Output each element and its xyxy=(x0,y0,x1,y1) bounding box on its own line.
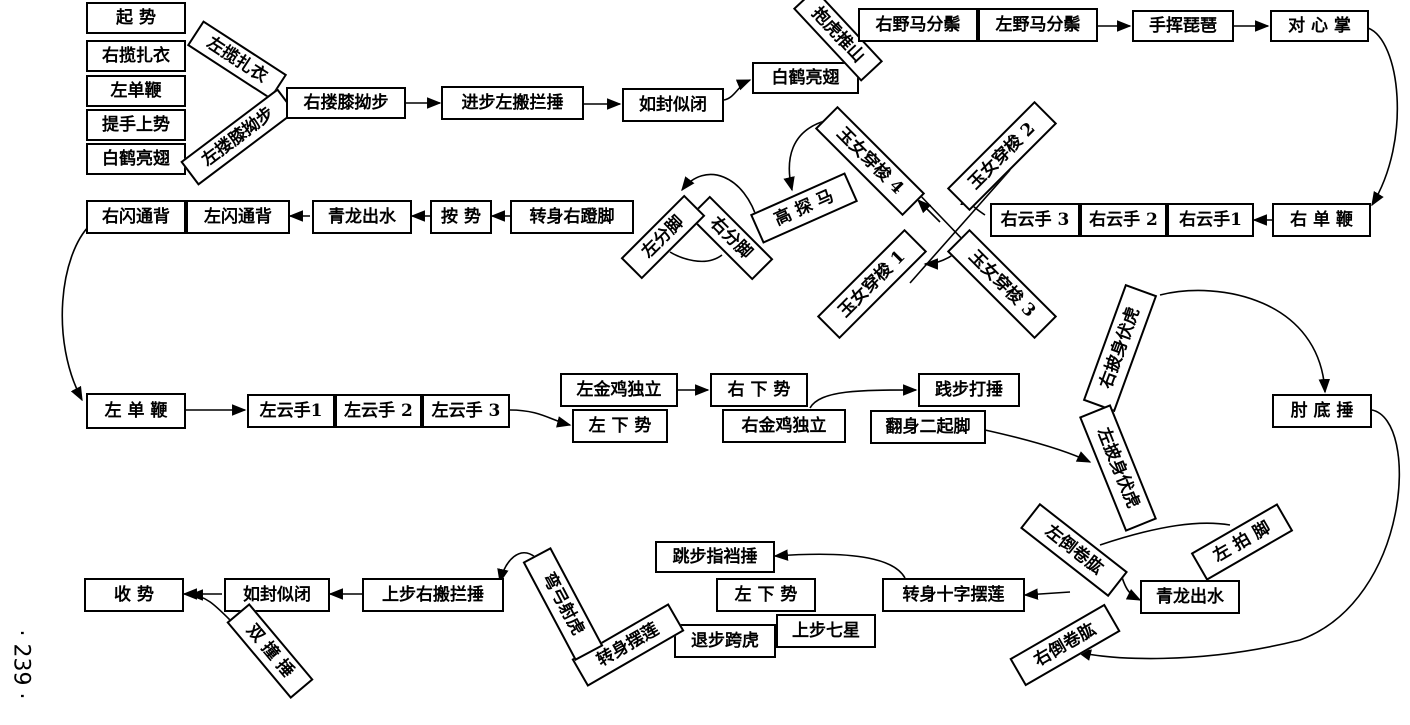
node-zuo-yun-shou-3: 左云手 3 xyxy=(422,394,510,428)
edge-32-33 xyxy=(61,224,91,402)
edge-to-22 xyxy=(916,198,941,223)
node-zhou-di-chui: 肘 底 捶 xyxy=(1272,394,1372,428)
edge-42-44 xyxy=(984,429,1092,463)
edge-56-57 xyxy=(497,551,536,584)
node-zuo-ye-ma-fen-zong: 左野马分鬃 xyxy=(978,8,1098,42)
node-zuo-yun-shou-2: 左云手 2 xyxy=(335,394,422,428)
node-ti-shou-shang-shi: 提手上势 xyxy=(86,109,186,141)
node-jian-bu-da-chui: 践步打捶 xyxy=(918,373,1020,407)
node-you-ye-ma-fen-zong: 右野马分鬃 xyxy=(858,8,978,42)
edge-16-17 xyxy=(1367,27,1399,207)
node-shang-bu-qi-xing: 上步七星 xyxy=(776,614,876,648)
node-ru-feng-si-bi-1: 如封似闭 xyxy=(622,88,724,122)
node-you-lou-xi-ao-bu: 右搂膝拗步 xyxy=(286,87,406,119)
node-you-xia-shi: 右 下 势 xyxy=(710,373,808,407)
node-tiao-bu-zhi-dang-chui: 跳步指裆捶 xyxy=(655,541,775,573)
node-you-yun-shou-2: 右云手 2 xyxy=(1080,203,1167,237)
node-dui-xin-zhang: 对 心 掌 xyxy=(1270,10,1369,42)
node-an-shi: 按 势 xyxy=(430,200,492,234)
edge-22-25 xyxy=(783,119,829,192)
node-zhuan-shen-shi-zi-bai-lian: 转身十字摆莲 xyxy=(882,578,1025,612)
node-shang-bu-you-ban-lan-chui: 上步右搬拦捶 xyxy=(362,578,504,612)
node-fan-shen-er-qi-jiao: 翻身二起脚 xyxy=(870,410,986,444)
node-bai-he-liang-chi-1: 白鹤亮翅 xyxy=(86,143,186,175)
node-you-yun-shou-3: 右云手 3 xyxy=(990,203,1080,237)
edge-46-47 xyxy=(1099,522,1231,546)
node-ru-feng-si-bi-2: 如封似闭 xyxy=(224,578,330,612)
node-zuo-dan-bian-2: 左 单 鞭 xyxy=(86,393,186,429)
edge-10-11 xyxy=(723,79,752,101)
node-you-yun-shou-1: 右云手1 xyxy=(1167,203,1254,237)
node-you-dan-bian: 右 单 鞭 xyxy=(1272,203,1371,237)
node-qing-long-chu-shui-1: 青龙出水 xyxy=(312,200,412,234)
node-qishi: 起 势 xyxy=(86,2,186,34)
node-shou-hui-pi-pa: 手挥琵琶 xyxy=(1132,10,1234,42)
edge-59-60 xyxy=(188,589,231,621)
node-you-lan-zha-yi: 右揽扎衣 xyxy=(86,40,186,72)
node-tui-bu-kua-hu: 退步跨虎 xyxy=(674,624,776,658)
node-you-shan-tong-bei: 右闪通背 xyxy=(86,200,186,234)
node-zuo-jin-ji-du-li: 左金鸡独立 xyxy=(560,373,678,407)
node-zuo-dan-bian-1: 左单鞭 xyxy=(86,75,186,107)
node-qing-long-chu-shui-2: 青龙出水 xyxy=(1140,580,1240,614)
node-zuo-xia-shi-2: 左 下 势 xyxy=(716,578,816,612)
edge-25-26 xyxy=(681,173,759,223)
edge-26-27 xyxy=(669,251,723,263)
edge-40-41 xyxy=(809,384,918,409)
edge-43-45 xyxy=(1159,289,1331,394)
page-number: · 239 · xyxy=(8,629,34,700)
node-jin-bu-zuo-ban-lan-chui: 进步左搬拦捶 xyxy=(441,86,584,120)
node-zhuan-shen-you-deng-jiao: 转身右蹬脚 xyxy=(510,200,634,234)
edge-36-38 xyxy=(509,409,572,428)
node-bai-he-liang-chi-2: 白鹤亮翅 xyxy=(752,62,859,94)
node-zuo-yun-shou-1: 左云手1 xyxy=(247,394,335,428)
edge-50-51 xyxy=(773,549,906,579)
node-you-jin-ji-du-li: 右金鸡独立 xyxy=(722,409,846,443)
edge-46-50 xyxy=(1023,588,1071,600)
node-shou-shi: 收 势 xyxy=(84,578,184,612)
edge-45-49 xyxy=(1076,409,1401,661)
node-zuo-xia-shi-1: 左 下 势 xyxy=(572,409,668,443)
node-zuo-shan-tong-bei: 左闪通背 xyxy=(186,200,290,234)
